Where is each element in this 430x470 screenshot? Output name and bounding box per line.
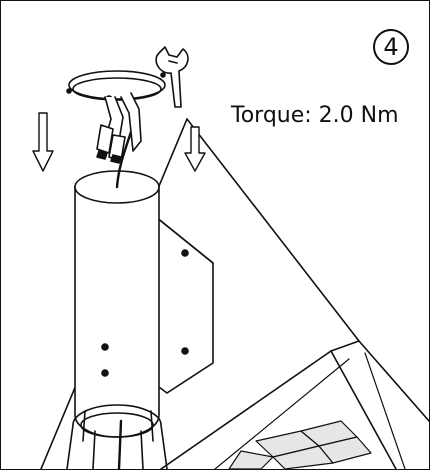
keyboard-grid — [228, 420, 372, 469]
torque-label: Torque: 2.0 Nm — [231, 103, 399, 128]
cylinder-housing — [66, 170, 168, 469]
down-arrow-icon — [184, 126, 206, 172]
wrench-icon — [155, 46, 189, 108]
mounting-box — [150, 212, 214, 394]
step-number: 4 — [383, 33, 399, 61]
ceiling-slab — [40, 118, 429, 469]
step-number-badge: 4 — [373, 29, 409, 65]
ceiling-plate — [66, 70, 166, 164]
down-arrow-icon — [32, 112, 54, 172]
